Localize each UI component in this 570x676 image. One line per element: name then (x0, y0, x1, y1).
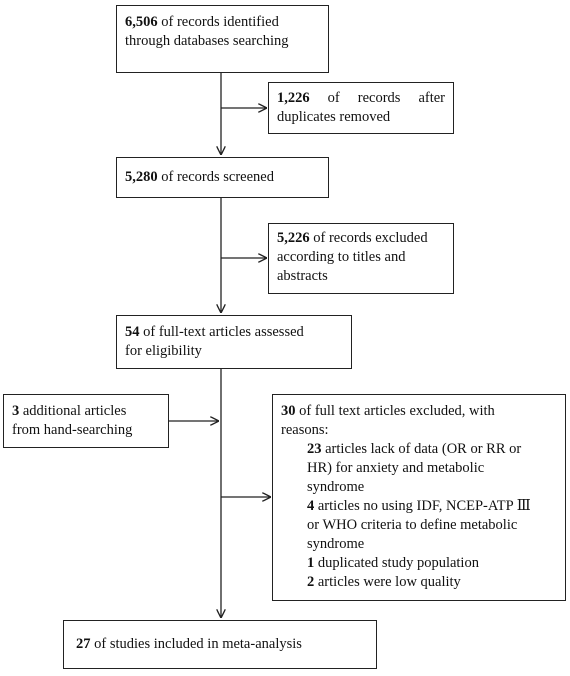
box-records-screened: 5,280 of records screened (116, 157, 329, 198)
box-excluded-fulltext: 30 of full text articles excluded, with … (272, 394, 566, 601)
reason-text-3: syndrome (307, 479, 365, 495)
excluded-fulltext-text: of full text articles excluded, with (299, 403, 495, 419)
reason-text: duplicated study population (317, 555, 479, 571)
screened-count: 5,280 (125, 169, 158, 185)
identified-text-2: through databases searching (125, 33, 289, 49)
included-count: 27 (76, 636, 91, 652)
reason-item: 2 articles were low quality (281, 573, 557, 592)
excluded-titles-text-2: according to titles and (277, 249, 406, 265)
box-duplicates-removed: 1,226 of records after duplicates remove… (268, 82, 454, 134)
box-excluded-titles: 5,226 of records excluded according to t… (268, 223, 454, 294)
reason-item: 1 duplicated study population (281, 554, 557, 573)
additional-text: additional articles (22, 403, 127, 419)
fulltext-text-2: for eligibility (125, 343, 202, 359)
excluded-titles-text: of records excluded (313, 230, 428, 246)
reason-text: articles were low quality (317, 574, 461, 590)
screened-text: of records screened (161, 169, 274, 185)
reason-text-2: HR) for anxiety and metabolic (307, 460, 485, 476)
reason-text-2: or WHO criteria to define metabolic (307, 517, 518, 533)
reason-count: 1 (307, 555, 315, 571)
box-records-identified: 6,506 of records identified through data… (116, 5, 329, 73)
identified-text: of records identified (161, 14, 279, 30)
additional-count: 3 (12, 403, 20, 419)
reason-text: articles lack of data (OR or RR or (325, 441, 522, 457)
reason-text-3: syndrome (307, 536, 365, 552)
duplicates-text-2: duplicates removed (277, 109, 391, 125)
excluded-titles-count: 5,226 (277, 230, 310, 246)
reason-text: articles no using IDF, NCEP-ATP Ⅲ (317, 498, 531, 514)
box-studies-included: 27 of studies included in meta-analysis (63, 620, 377, 669)
reason-count: 2 (307, 574, 315, 590)
additional-text-2: from hand-searching (12, 422, 133, 438)
fulltext-text: of full-text articles assessed (143, 324, 304, 340)
duplicates-count: 1,226 (277, 90, 310, 106)
included-text: of studies included in meta-analysis (94, 636, 302, 652)
box-fulltext-assessed: 54 of full-text articles assessed for el… (116, 315, 352, 369)
reason-item: 4 articles no using IDF, NCEP-ATP Ⅲ or W… (281, 497, 557, 554)
identified-count: 6,506 (125, 14, 158, 30)
reason-count: 23 (307, 441, 322, 457)
excluded-fulltext-count: 30 (281, 403, 296, 419)
box-additional-articles: 3 additional articles from hand-searchin… (3, 394, 169, 448)
reason-count: 4 (307, 498, 315, 514)
excluded-fulltext-text-2: reasons: (281, 422, 329, 438)
duplicates-text: of records after (327, 90, 446, 106)
reason-item: 23 articles lack of data (OR or RR or HR… (281, 440, 557, 497)
excluded-titles-text-3: abstracts (277, 268, 328, 284)
fulltext-count: 54 (125, 324, 140, 340)
